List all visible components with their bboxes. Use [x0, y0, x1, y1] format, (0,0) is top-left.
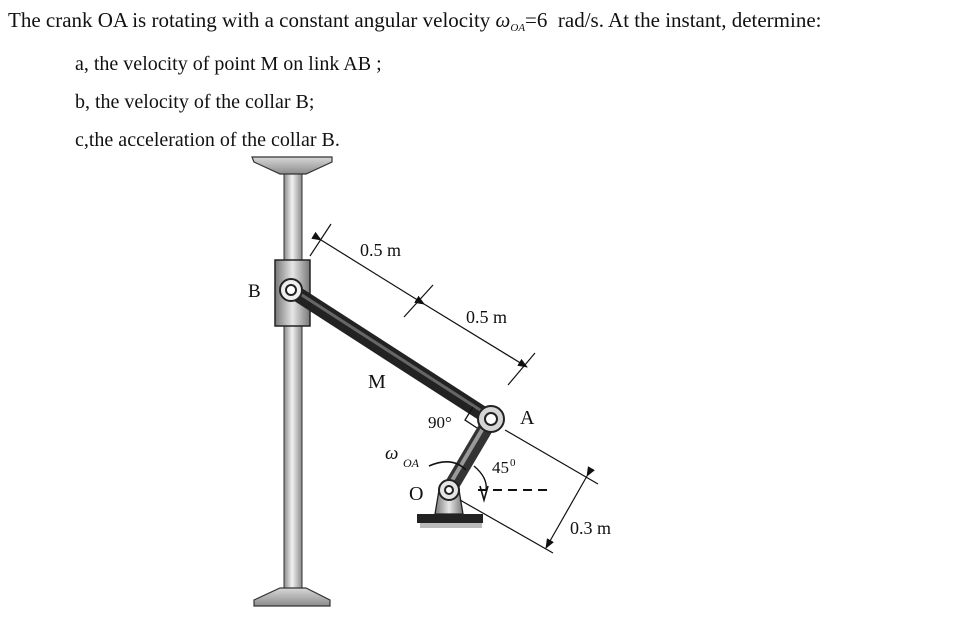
dimension-oa [459, 429, 599, 554]
dim-label-bm: 0.5 m [360, 240, 401, 260]
dim-label-ma: 0.5 m [466, 307, 507, 327]
statement-after: rad/s. At the instant, determine: [547, 8, 822, 32]
label-right-angle: 90° [428, 413, 452, 432]
label-omega-sub: OA [403, 456, 420, 470]
link-ab [283, 282, 499, 427]
label-m: M [368, 371, 386, 393]
question-a: a, the velocity of point M on link AB ; [75, 53, 382, 75]
omega-subscript: OA [510, 22, 526, 34]
question-b: b, the velocity of the collar B; [75, 91, 315, 113]
label-angle-45: 45 [492, 458, 509, 477]
omega-arrow [428, 461, 467, 471]
pin-b [279, 278, 303, 302]
question-c: c,the acceleration of the collar B. [75, 129, 340, 151]
problem-statement: The crank OA is rotating with a constant… [8, 8, 822, 34]
label-angle-degree: 0 [510, 457, 516, 469]
omega-symbol: ω [495, 8, 511, 32]
statement-before: The crank OA is rotating with a constant… [8, 8, 496, 32]
omega-arrowhead-icon [479, 485, 489, 503]
pin-a [477, 405, 505, 433]
guide-rod [251, 156, 333, 607]
label-o: O [409, 483, 423, 505]
label-b: B [248, 281, 261, 302]
label-omega: ω [385, 443, 398, 464]
dimension-ab [309, 223, 536, 386]
angle-45-arc [473, 465, 487, 491]
omega-value: =6 [525, 8, 548, 32]
right-angle-mark [464, 406, 478, 429]
label-a: A [520, 407, 535, 429]
dim-label-oa: 0.3 m [570, 518, 611, 538]
pin-o [438, 479, 460, 501]
